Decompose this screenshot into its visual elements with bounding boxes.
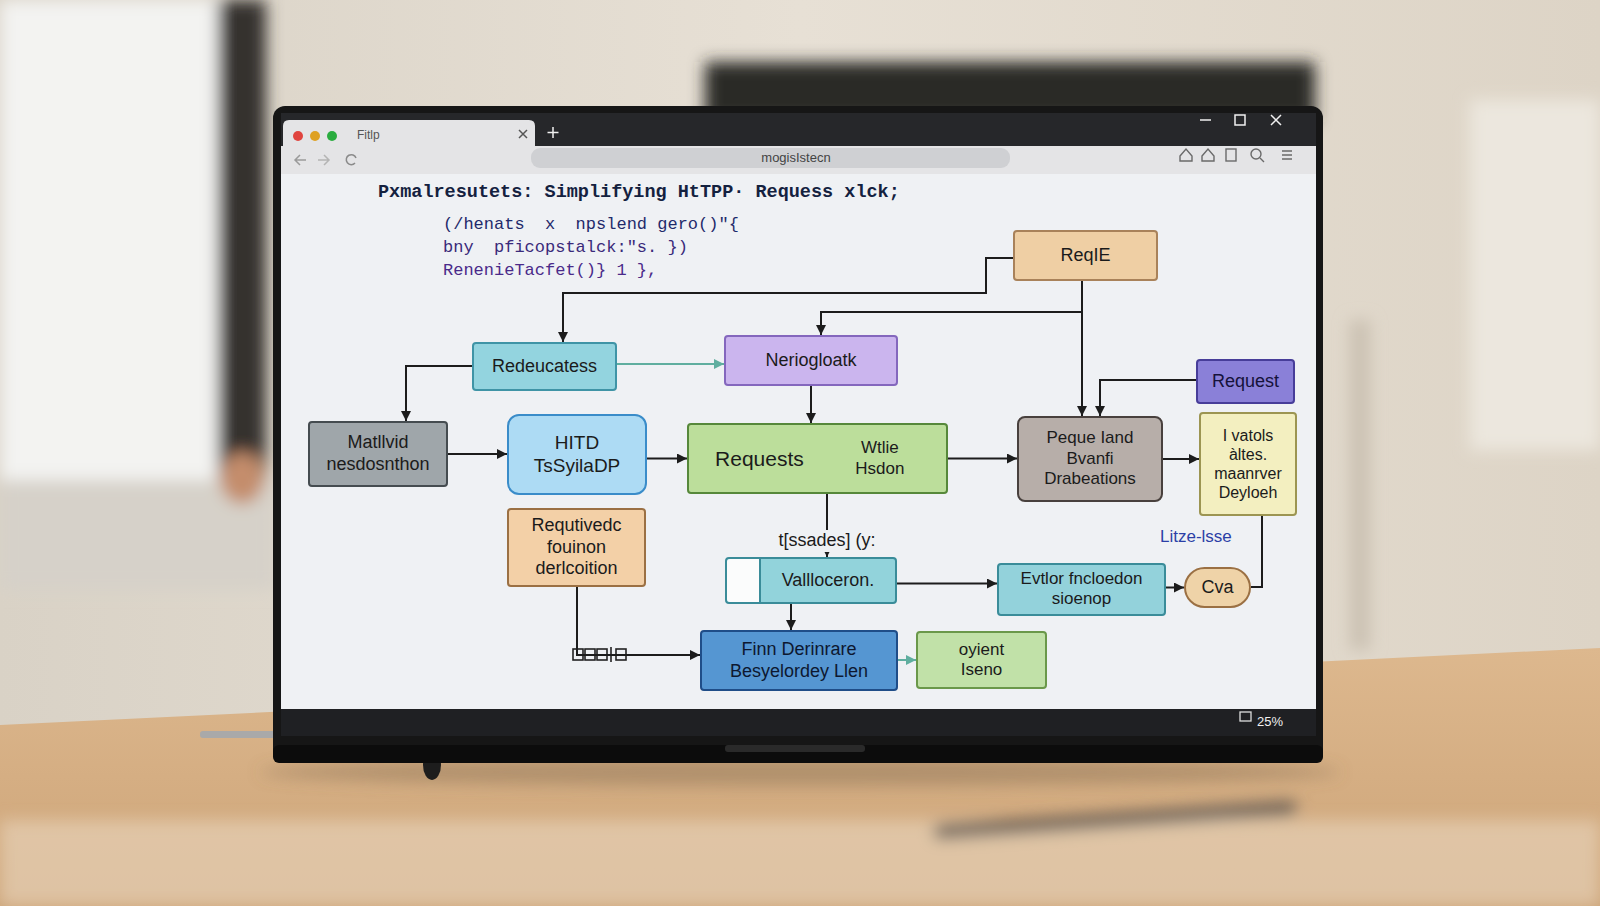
zoom-dot: [327, 131, 337, 141]
node-label: Finn Derinrare Besyelordey Llen: [710, 639, 888, 682]
terminal-pill: Cva: [1184, 567, 1251, 608]
toolbar: [281, 146, 1316, 174]
note-box: I vatols àltes. maanrver Deyloeh: [1199, 412, 1297, 516]
node-label: Redeucatess: [492, 356, 597, 378]
flow-arrow: [1100, 380, 1196, 416]
node-label: Evtlor fncloedon sioenop: [1007, 569, 1156, 610]
foreground: [0, 820, 1600, 906]
node-label: HITD TsSyilaDP: [517, 432, 637, 478]
flow-arrow: [821, 281, 1082, 335]
node-label: Requests: [715, 446, 804, 471]
process-box: Peque Iand Bvanfi Drabeations: [1017, 416, 1163, 502]
url-text: mogisIstecn: [761, 150, 830, 166]
toolbar-icons: [1180, 149, 1292, 162]
flow-arrow: [577, 587, 700, 655]
new-tab: [548, 127, 559, 138]
laptop-notch: [725, 745, 865, 752]
tab-strip: [281, 113, 1316, 146]
status-bar: [281, 709, 1316, 736]
flow-arrow: [790, 604, 792, 630]
node-label: Vallloceron.: [782, 570, 875, 592]
code-line: (/henats x npslend gero()"{: [443, 215, 739, 235]
code-line: RenenieTacfet()} 1 },: [443, 261, 657, 281]
process-box: oyient Iseno: [916, 631, 1047, 689]
reload-icon: [346, 155, 356, 165]
code-line: bny pficopstalck:"s. }): [443, 238, 688, 258]
back-icon: [295, 155, 306, 165]
edge-label: t[ssades] (y:: [774, 530, 879, 552]
node-label: I vatols àltes. maanrver Deyloeh: [1207, 426, 1289, 503]
flow-arrow: [898, 659, 916, 661]
menu-icon: [1260, 151, 1292, 162]
diagram-title: Pxmalresutets: Simplifying HtTPP· Reques…: [378, 182, 900, 204]
laptop-lip: [273, 745, 1323, 763]
node-label: Requtivedc fouinon derlcoition: [517, 515, 636, 580]
process-box: Requests Wtlie Hsdon: [687, 423, 948, 494]
flow-arrow: [406, 366, 472, 421]
status-icon: [1240, 712, 1251, 721]
minimize-dot: [310, 131, 320, 141]
search-icon: [1251, 149, 1261, 159]
flow-arrow: [617, 363, 724, 365]
flow-arrow: [1251, 516, 1262, 587]
node-label: Peque Iand Bvanfi Drabeations: [1027, 428, 1153, 489]
laptop-bezel: [273, 106, 1323, 763]
node-label: Neriogloatk: [765, 350, 856, 372]
home-icon: [1180, 149, 1192, 161]
flow-arrow: [948, 458, 1017, 460]
rounded-box: HITD TsSyilaDP: [507, 414, 647, 495]
win-close: [1271, 115, 1281, 125]
flow-arrow: [1163, 458, 1199, 460]
input-box: Vallloceron.: [725, 557, 897, 604]
process-box: Finn Derinrare Besyelordey Llen: [700, 630, 898, 691]
flow-arrow: [1081, 281, 1083, 416]
cable: [200, 731, 280, 738]
plant-pot: [220, 452, 264, 504]
node-detail: Wtlie Hsdon: [840, 438, 920, 479]
win-minimize: [1200, 119, 1211, 121]
node-label: oyient Iseno: [946, 640, 1018, 681]
win-maximize: [1235, 115, 1245, 125]
process-box: Matllvid nesdosnthon: [308, 421, 448, 487]
process-box: Requtivedc fouinon derlcoition: [507, 508, 646, 587]
browser-tab: [283, 120, 535, 146]
foreground-blur: [0, 758, 1600, 906]
url-box: [531, 148, 1010, 168]
board: [1470, 100, 1600, 450]
process-box: Redeucatess: [472, 342, 617, 391]
flow-arrow: [448, 453, 507, 455]
node-label: ReqIE: [1060, 245, 1110, 267]
node-label: Matllvid nesdosnthon: [318, 432, 438, 475]
note-label: Litze-lsse: [1160, 527, 1232, 547]
flow-arrow: [897, 583, 997, 585]
zoom-level: 25%: [1257, 714, 1283, 730]
window-frame: [218, 0, 266, 520]
window: [0, 0, 225, 500]
node-label: Cva: [1201, 577, 1233, 599]
share-icon: [1202, 149, 1214, 161]
tab-title: Fitlp: [357, 128, 380, 142]
pole: [1350, 320, 1370, 650]
pen-blur: [940, 808, 1290, 832]
forward-icon: [318, 155, 329, 165]
close-dot: [293, 131, 303, 141]
input-slot: [727, 559, 761, 602]
flow-arrow: [1166, 587, 1184, 589]
process-box: ReqIE: [1013, 230, 1158, 281]
flow-arrow: [810, 386, 812, 423]
process-box: Evtlor fncloedon sioenop: [997, 563, 1166, 616]
tab-close: [519, 130, 527, 138]
flow-arrow: [647, 458, 687, 460]
process-box: Request: [1196, 359, 1295, 404]
node-label: Request: [1212, 371, 1279, 393]
process-box: Neriogloatk: [724, 335, 898, 386]
page-content: [281, 174, 1316, 709]
page-icon: [1226, 149, 1236, 161]
